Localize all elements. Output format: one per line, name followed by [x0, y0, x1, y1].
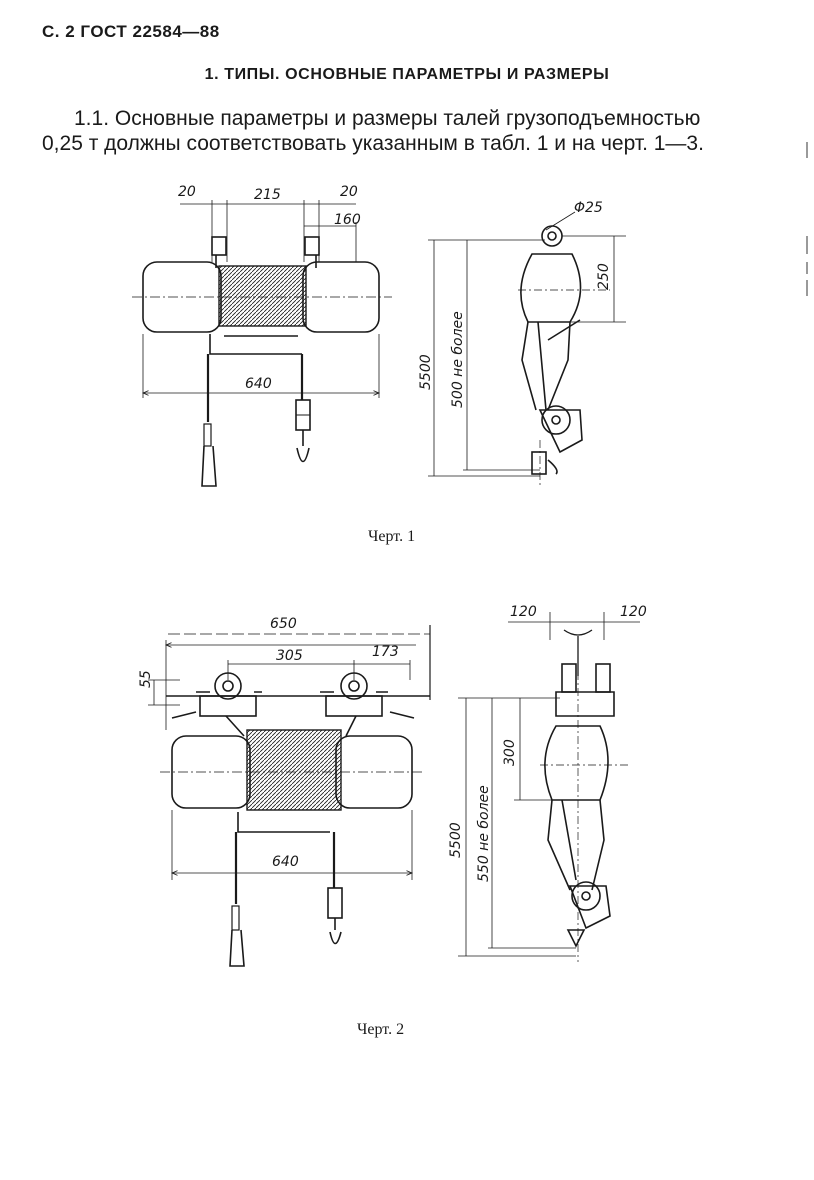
drawing-1-side-view — [428, 211, 626, 486]
dim-120-right: 120 — [620, 604, 647, 620]
dim-160: 160 — [334, 212, 361, 228]
dim-305: 305 — [276, 648, 303, 664]
dim-215: 215 — [254, 187, 281, 203]
margin-mark — [806, 262, 808, 274]
drawing-1-caption: Черт. 1 — [368, 528, 416, 545]
margin-mark — [806, 280, 808, 296]
dim-500-max: 500 не более — [450, 311, 466, 408]
dim-phi25: Φ25 — [574, 200, 603, 216]
running-head: С. 2 ГОСТ 22584—88 — [42, 22, 220, 41]
dim-250: 250 — [596, 263, 612, 290]
section-title: 1. ТИПЫ. ОСНОВНЫЕ ПАРАМЕТРЫ И РАЗМЕРЫ — [204, 66, 610, 83]
dim-640: 640 — [245, 376, 272, 392]
drawing-2-caption: Черт. 2 — [357, 1021, 405, 1038]
margin-mark — [806, 142, 808, 158]
dim-20-right: 20 — [340, 184, 358, 200]
dim-5500-2: 5500 — [448, 822, 464, 858]
dim-640-2: 640 — [272, 854, 299, 870]
dim-173: 173 — [372, 644, 399, 660]
drawing-2-front-view — [148, 625, 431, 967]
dim-55: 55 — [138, 670, 154, 688]
dim-300: 300 — [502, 739, 518, 766]
paragraph-1-1: 1.1. Основные параметры и размеры талей … — [42, 107, 704, 155]
dim-550-max: 550 не более — [476, 785, 492, 882]
dim-20-left: 20 — [178, 184, 196, 200]
dim-120-left: 120 — [510, 604, 537, 620]
margin-mark — [806, 236, 808, 254]
drawing-1-front-view — [132, 200, 392, 487]
dim-5500: 5500 — [418, 354, 434, 390]
drawing-2-side-view — [458, 612, 640, 962]
dim-650: 650 — [270, 616, 297, 632]
